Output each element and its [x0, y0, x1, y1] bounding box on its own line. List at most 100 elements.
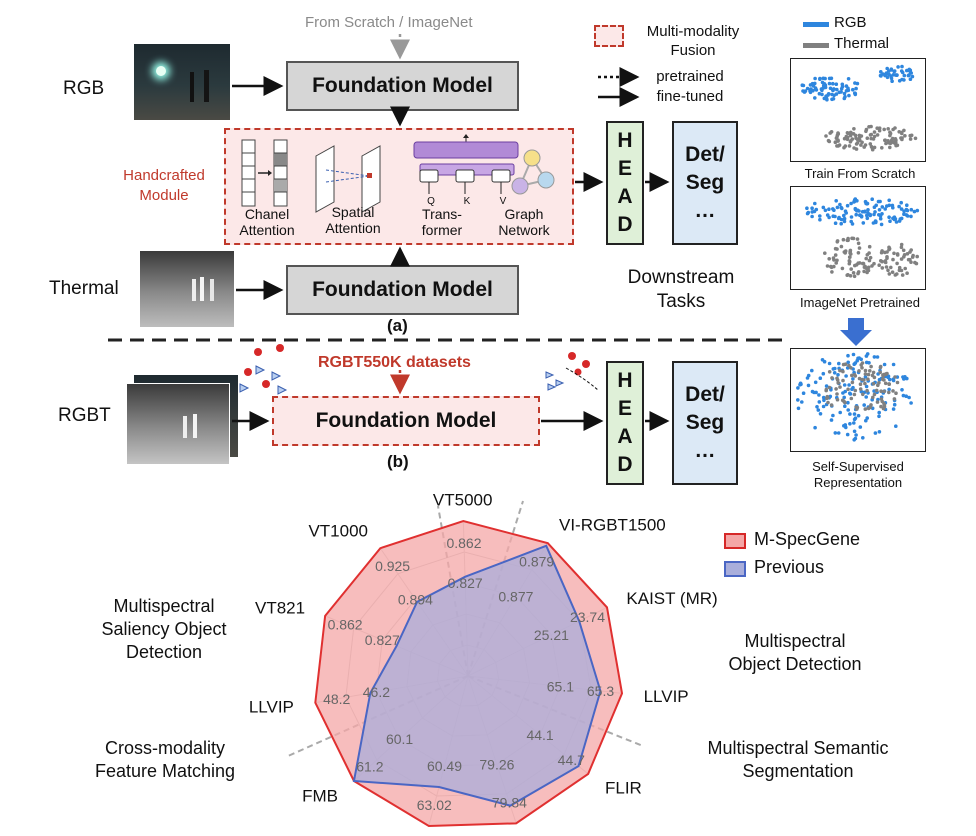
- tsne-point: [806, 383, 811, 388]
- tsne-point: [879, 397, 884, 401]
- radar-axis-label: FMB: [302, 787, 338, 806]
- tsne-point: [866, 372, 871, 377]
- tsne-point: [877, 126, 882, 130]
- tsne-panel-imagenet: [790, 186, 926, 290]
- tsne-point: [840, 206, 844, 211]
- tsne-point: [870, 146, 875, 150]
- thermal-image: [140, 251, 234, 327]
- radar-axis-label: VI-RGBT1500: [559, 516, 666, 535]
- tsne-point: [835, 258, 839, 263]
- tsne-legend-rgb-swatch: [803, 22, 829, 27]
- tsne-point: [857, 369, 861, 373]
- tsne-point: [835, 247, 839, 251]
- tsne-point: [861, 221, 866, 225]
- tsne-point: [848, 130, 853, 135]
- tsne-point: [851, 377, 855, 381]
- tsne-point: [852, 127, 856, 131]
- tsne-point: [844, 89, 849, 93]
- tsne-point: [810, 214, 814, 219]
- from-scratch-note: From Scratch / ImageNet: [305, 14, 473, 31]
- group-feature-matching-label: Cross-modality Feature Matching: [94, 738, 236, 781]
- tsne-point: [889, 74, 893, 78]
- tsne-point: [899, 216, 904, 221]
- tsne-point: [908, 133, 912, 138]
- tsne-point: [834, 261, 838, 265]
- downstream-tasks-label: Downstream Tasks: [627, 267, 735, 312]
- tsne-point: [838, 385, 842, 389]
- tsne-point: [909, 214, 913, 219]
- fusion-legend-label: Multi-modality Fusion: [646, 23, 740, 59]
- radar-value-previous: 0.827: [365, 632, 400, 648]
- tsne-point: [893, 73, 898, 77]
- tsne-point: [900, 273, 905, 277]
- tsne-point: [880, 259, 884, 264]
- tsne-point: [852, 373, 857, 377]
- legend-previous-swatch: [724, 561, 746, 577]
- tsne-point: [839, 221, 843, 226]
- tsne-legend-rgb-label: RGB: [834, 14, 867, 31]
- tsne-point: [863, 368, 868, 373]
- legend-mspecgene-label: M-SpecGene: [754, 529, 861, 549]
- tsne-point: [818, 217, 822, 222]
- tsne-legend-thermal-label: Thermal: [834, 35, 890, 52]
- tsne-point: [893, 375, 897, 379]
- tsne-point: [890, 270, 895, 274]
- fusion-legend-swatch: [594, 25, 624, 47]
- tsne-point: [859, 134, 864, 138]
- tsne-point: [893, 137, 898, 141]
- tsne-point: [852, 421, 856, 425]
- tsne-point: [899, 242, 904, 247]
- tsne-point: [907, 395, 911, 400]
- tsne-point: [844, 211, 848, 215]
- tsne-point: [846, 400, 850, 405]
- tsne-point: [868, 255, 873, 260]
- tsne-point: [887, 382, 891, 386]
- tsne-point: [894, 220, 899, 224]
- rgbt-label: RGBT: [58, 405, 111, 426]
- thermal-label: Thermal: [49, 278, 119, 299]
- data-points-left-icon: [239, 344, 288, 395]
- tsne-point: [813, 425, 817, 430]
- tsne-point: [877, 381, 881, 385]
- tsne-point: [846, 360, 850, 365]
- tsne-point: [888, 130, 892, 135]
- tsne-point: [892, 397, 897, 401]
- transformer-icon: [413, 134, 519, 194]
- tsne-point: [840, 82, 845, 87]
- tsne-point: [849, 396, 854, 401]
- tsne-point: [824, 134, 828, 138]
- tsne-point: [914, 261, 919, 266]
- tsne-point: [857, 246, 862, 250]
- tsne-point: [899, 268, 904, 273]
- tsne-point: [867, 125, 871, 129]
- tsne-point: [805, 206, 809, 210]
- tsne-point: [908, 137, 913, 141]
- tsne-point: [850, 373, 854, 378]
- tsne-point: [835, 392, 839, 396]
- tsne-point: [895, 252, 900, 256]
- tsne-point: [890, 79, 894, 83]
- tsne-point: [883, 259, 888, 263]
- tsne-point: [878, 73, 883, 78]
- radar-value-mspecgene: 0.925: [375, 558, 410, 574]
- tsne-point: [844, 425, 848, 430]
- tsne-point: [880, 377, 885, 381]
- tsne-point: [847, 259, 852, 263]
- radar-value-mspecgene: 0.862: [446, 535, 481, 551]
- tsne-point: [892, 402, 897, 407]
- tsne-point: [889, 265, 893, 270]
- tsne-point: [887, 215, 891, 219]
- tsne-point: [873, 220, 878, 225]
- tsne-point: [862, 269, 866, 274]
- tsne-point: [859, 143, 863, 147]
- tsne-point: [805, 86, 810, 91]
- tsne-point: [821, 371, 826, 376]
- tsne-point: [864, 384, 869, 389]
- tsne-point: [879, 404, 883, 409]
- spatial-attention-label: Spatial Attention: [325, 204, 381, 236]
- radar-value-mspecgene: 79.84: [492, 795, 527, 811]
- tsne-point: [894, 391, 898, 395]
- radar-axis-label: VT1000: [308, 521, 368, 540]
- down-arrow-icon: [840, 318, 872, 346]
- tsne-point: [905, 203, 909, 207]
